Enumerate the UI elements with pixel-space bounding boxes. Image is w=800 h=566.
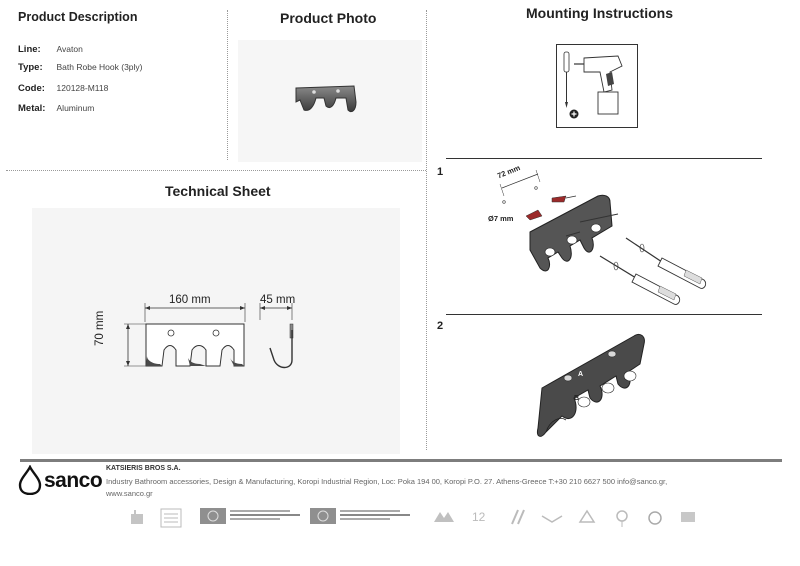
spec-row-line: Line: Avaton <box>18 44 83 55</box>
spec-label: Code: <box>18 83 45 94</box>
water-resistant-icon <box>541 515 563 523</box>
tools-required-icon <box>556 44 638 128</box>
quality-badge-icon <box>160 508 182 528</box>
company-name: KATSIERIS BROS S.A. <box>106 465 181 472</box>
iso-14001-badge-icon <box>310 508 336 524</box>
step-1-drilling-illustration <box>499 169 707 305</box>
certification-icon <box>131 510 143 524</box>
step-divider <box>446 314 762 315</box>
drill-diameter-label: Ø7 mm <box>488 214 514 223</box>
warranty-12-icon: 12 <box>472 510 486 524</box>
spec-value: Avaton <box>56 44 83 54</box>
product-photo-title: Product Photo <box>280 10 377 26</box>
step-2-label-a: A <box>578 371 584 378</box>
divider <box>426 10 427 450</box>
product-photo-hook-image <box>295 85 357 113</box>
technical-drawing <box>124 303 294 369</box>
technical-sheet-title: Technical Sheet <box>165 183 271 199</box>
brand-name: sanco <box>44 469 103 492</box>
footer-rule <box>20 459 782 462</box>
sanco-logo: sanco <box>18 463 103 497</box>
mounting-instructions-title: Mounting Instructions <box>526 5 673 21</box>
iso-9001-text-icon <box>230 510 300 520</box>
made-in-greece-icon <box>681 512 695 522</box>
easy-clean-icon <box>511 509 525 525</box>
company-info: Industry Bathroom accessories, Design & … <box>106 476 696 500</box>
depth-dimension-label: 45 mm <box>260 294 296 306</box>
iso-9001-badge-icon <box>200 508 226 524</box>
anti-corrosion-icon <box>616 510 628 527</box>
product-description-title: Product Description <box>18 10 138 24</box>
height-dimension-label: 70 mm <box>94 310 106 346</box>
hygiene-icon <box>648 511 662 525</box>
greek-flag-badge-icon <box>434 512 454 522</box>
company-website: www.sanco.gr <box>106 489 153 498</box>
spec-row-type: Type: Bath Robe Hook (3ply) <box>18 62 143 73</box>
divider <box>6 170 426 171</box>
step-number: 1 <box>437 166 444 178</box>
spec-label: Metal: <box>18 103 46 114</box>
company-address: Industry Bathroom accessories, Design & … <box>106 477 668 486</box>
step-divider <box>446 158 762 159</box>
spec-row-code: Code: 120128-M118 <box>18 83 108 94</box>
iso-14001-text-icon <box>340 510 410 520</box>
step-2-label-b: B <box>574 395 580 402</box>
spec-row-metal: Metal: Aluminum <box>18 103 94 114</box>
spec-label: Line: <box>18 44 41 55</box>
spec-value: Aluminum <box>56 103 95 113</box>
spec-value: Bath Robe Hook (3ply) <box>56 62 143 72</box>
spec-value: 120128-M118 <box>56 83 109 93</box>
spec-label: Type: <box>18 62 43 73</box>
divider <box>227 10 228 160</box>
step-number: 2 <box>437 320 444 332</box>
width-dimension-label: 160 mm <box>169 294 211 306</box>
sanco-drop-icon <box>18 465 42 495</box>
recycle-icon <box>578 509 596 523</box>
svg-text:12: 12 <box>472 510 486 524</box>
step-2-mounted-hook-illustration <box>537 333 645 437</box>
